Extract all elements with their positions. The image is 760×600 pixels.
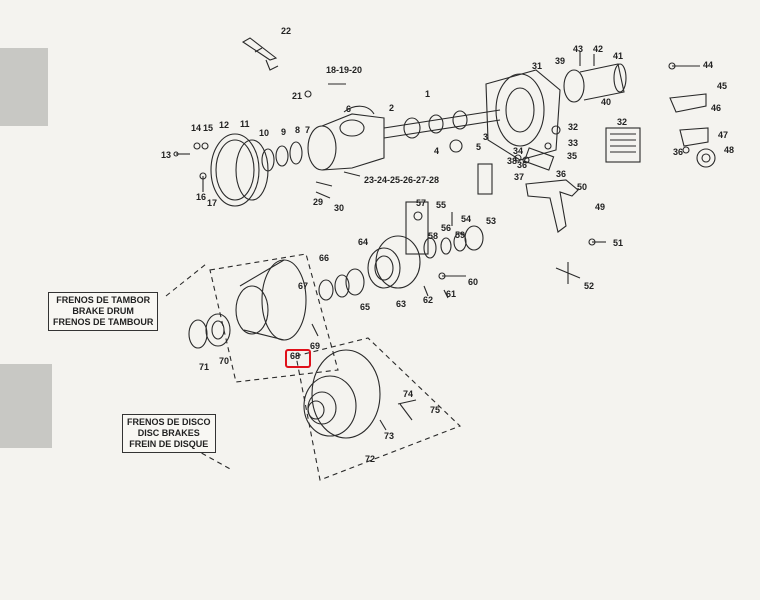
part-label[interactable]: 44 (703, 60, 714, 70)
part-label[interactable]: 11 (240, 119, 250, 129)
part-label[interactable]: 16 (196, 192, 207, 202)
part-label[interactable]: 59 (455, 230, 466, 240)
part-label[interactable]: 45 (717, 81, 728, 91)
part-label[interactable]: 36 (673, 147, 684, 157)
part-label[interactable]: 35 (567, 151, 578, 161)
part-label[interactable]: 29 (313, 197, 324, 207)
legend-drum-line-1: FRENOS DE TAMBOR (56, 295, 151, 305)
part-label[interactable]: 15 (203, 123, 214, 133)
part-label[interactable]: 8 (295, 125, 301, 135)
part-label[interactable]: 18-19-20 (326, 65, 363, 75)
part-label[interactable]: 63 (396, 299, 407, 309)
part-label[interactable]: 10 (259, 128, 270, 138)
part-label[interactable]: 36 (517, 160, 528, 170)
part-label[interactable]: 13 (161, 150, 172, 160)
part-1-shaft (383, 109, 501, 139)
part-label[interactable]: 40 (601, 97, 612, 107)
part-label[interactable]: 62 (423, 295, 434, 305)
part-7-casing (307, 113, 385, 171)
part-63-hub (367, 235, 421, 289)
scan-smudge-bottom (0, 364, 52, 448)
legend-drum-brakes: FRENOS DE TAMBOR BRAKE DRUM FRENOS DE TA… (48, 292, 159, 331)
part-label[interactable]: 48 (724, 145, 735, 155)
part-72-disc (303, 349, 381, 439)
highlight-box-part-68[interactable] (285, 349, 311, 368)
part-label[interactable]: 60 (468, 277, 479, 287)
part-label[interactable]: 5 (476, 142, 482, 152)
part-label[interactable]: 58 (428, 231, 439, 241)
legend-drum-line-3: FRENOS DE TAMBOUR (53, 317, 154, 327)
part-label[interactable]: 65 (360, 302, 371, 312)
part-label-68[interactable]: 68 (290, 351, 301, 361)
scan-smudge-top (0, 48, 48, 126)
part-label[interactable]: 43 (573, 44, 584, 54)
part-label[interactable]: 55 (436, 200, 447, 210)
part-label[interactable]: 57 (416, 198, 427, 208)
part-label[interactable]: 66 (319, 253, 330, 263)
legend-disc-line-2: DISC BRAKES (137, 428, 200, 438)
legend-drum-line-2: BRAKE DRUM (72, 306, 134, 316)
part-label[interactable]: 6 (346, 104, 352, 114)
part-label[interactable]: 33 (568, 138, 579, 148)
part-label[interactable]: 52 (584, 281, 595, 291)
part-label[interactable]: 53 (486, 216, 497, 226)
part-label[interactable]: 7 (305, 125, 311, 135)
part-label[interactable]: 3 (483, 132, 489, 142)
part-label[interactable]: 2 (389, 103, 395, 113)
part-label[interactable]: 41 (613, 51, 624, 61)
part-label[interactable]: 51 (613, 238, 624, 248)
part-label[interactable]: 30 (334, 203, 345, 213)
part-label[interactable]: 12 (219, 120, 230, 130)
part-label[interactable]: 14 (191, 123, 202, 133)
part-label[interactable]: 73 (384, 431, 395, 441)
part-label[interactable]: 69 (310, 341, 321, 351)
part-label[interactable]: 32 (617, 117, 628, 127)
part-label[interactable]: 75 (430, 405, 441, 415)
part-label[interactable]: 47 (718, 130, 729, 140)
part-label[interactable]: 49 (595, 202, 606, 212)
part-label[interactable]: 1 (425, 89, 431, 99)
part-label[interactable]: 21 (292, 91, 303, 101)
part-label[interactable]: 61 (446, 289, 457, 299)
part-41-tube (563, 63, 627, 103)
part-label[interactable]: 36 (556, 169, 567, 179)
part-label[interactable]: 71 (199, 362, 210, 372)
part-67-drum (235, 259, 307, 341)
part-22-bracket (241, 37, 279, 71)
part-label[interactable]: 34 (513, 146, 524, 156)
part-label[interactable]: 70 (219, 356, 230, 366)
part-label[interactable]: 37 (514, 172, 525, 182)
legend-disc-line-3: FREIN DE DISQUE (129, 439, 209, 449)
part-label[interactable]: 38 (507, 156, 518, 166)
part-label[interactable]: 22 (281, 26, 292, 36)
part-label[interactable]: 4 (434, 146, 440, 156)
part-label[interactable]: 56 (441, 223, 452, 233)
part-label[interactable]: 72 (365, 454, 376, 464)
part-label[interactable]: 74 (403, 389, 414, 399)
part-label[interactable]: 39 (555, 56, 566, 66)
part-label[interactable]: 23-24-25-26-27-28 (364, 175, 440, 185)
part-label[interactable]: 46 (711, 103, 722, 113)
legend-disc-line-1: FRENOS DE DISCO (127, 417, 211, 427)
part-label[interactable]: 32 (568, 122, 579, 132)
legend-disc-brakes: FRENOS DE DISCO DISC BRAKES FREIN DE DIS… (122, 414, 216, 453)
part-12-backing-plate (210, 133, 260, 207)
part-label[interactable]: 67 (298, 281, 309, 291)
part-label[interactable]: 9 (281, 127, 287, 137)
part-label[interactable]: 64 (358, 237, 369, 247)
part-label[interactable]: 31 (532, 61, 543, 71)
part-label[interactable]: 50 (577, 182, 588, 192)
part-label[interactable]: 17 (207, 198, 218, 208)
part-label[interactable]: 54 (461, 214, 472, 224)
part-31-housing (485, 69, 561, 161)
part-label[interactable]: 42 (593, 44, 604, 54)
